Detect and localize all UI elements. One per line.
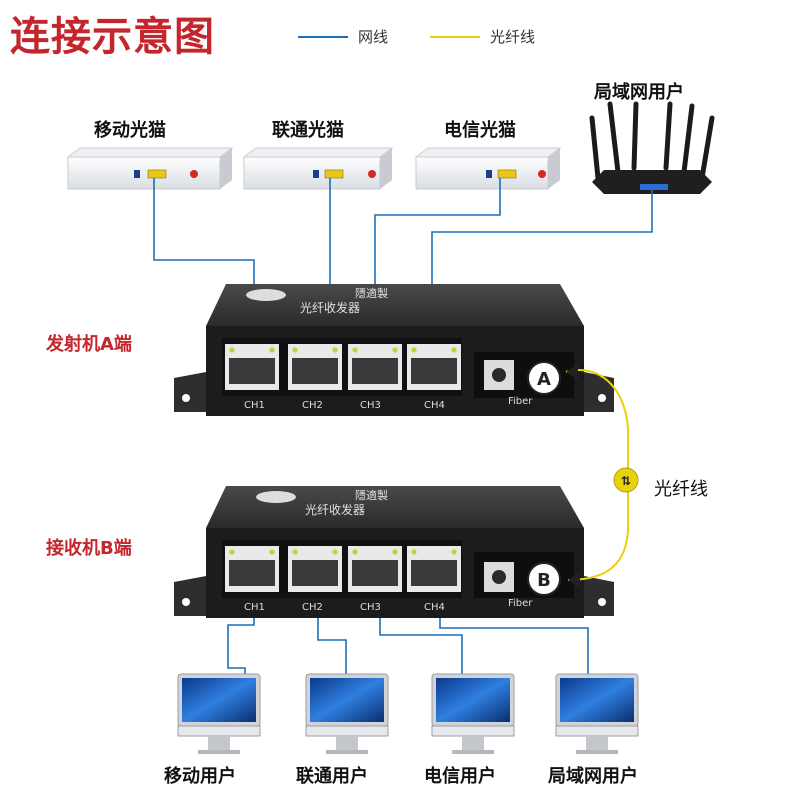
diagram-title: 连接示意图 <box>10 14 215 60</box>
rx-port-ch1: CH1 <box>244 602 265 613</box>
rx-port-ch2: CH2 <box>302 602 323 613</box>
svg-text:隱適製: 隱適製 <box>355 488 388 502</box>
user-label-telecom: 电信用户 <box>424 766 496 787</box>
cable-ch4-user4 <box>439 610 589 680</box>
cable-ch2-user2 <box>317 610 347 680</box>
receiver-ports <box>225 546 514 592</box>
modem-label-telecom: 电信光猫 <box>444 120 516 141</box>
rx-fiber-label: Fiber <box>508 598 533 609</box>
legend-fiber-label: 光纤线 <box>490 28 536 46</box>
svg-text:光纤收发器: 光纤收发器 <box>300 300 360 315</box>
end-a-badge <box>527 361 561 395</box>
fiber-cable-label: 光纤线 <box>654 479 708 500</box>
legend-fiber-line <box>430 36 480 38</box>
transmitter-ports <box>225 344 514 390</box>
computer-unicom-user <box>305 673 389 754</box>
fiber-cable: ⇅ <box>565 364 639 588</box>
cable-ch3-user3 <box>379 610 463 680</box>
svg-text:光纤收发器: 光纤收发器 <box>305 502 365 517</box>
legend-network-label: 网线 <box>358 28 389 46</box>
tx-port-ch1: CH1 <box>244 400 265 411</box>
computer-lan-user <box>555 673 639 754</box>
end-b-badge <box>527 562 561 596</box>
rx-port-ch3: CH3 <box>360 602 381 613</box>
end-b-text: B <box>537 570 551 591</box>
tx-port-ch2: CH2 <box>302 400 323 411</box>
modem-telecom <box>414 147 562 190</box>
end-a-text: A <box>537 369 551 390</box>
computer-telecom-user <box>431 673 515 754</box>
tx-port-ch4: CH4 <box>424 400 445 411</box>
cable-telecom-ch3 <box>374 178 501 350</box>
user-label-unicom: 联通用户 <box>296 766 368 787</box>
svg-text:隱適製: 隱適製 <box>355 286 388 300</box>
legend-network-line <box>298 36 348 38</box>
tx-fiber-label: Fiber <box>508 396 533 407</box>
router-label: 局域网用户 <box>594 82 684 103</box>
modem-label-mobile: 移动光猫 <box>94 120 166 141</box>
computer-mobile-user <box>177 673 261 754</box>
transmitter-label: 发射机A端 <box>46 334 132 355</box>
receiver-label: 接收机B端 <box>46 538 132 559</box>
fiber-arrows-icon: ⇅ <box>621 474 631 488</box>
user-label-lan: 局域网用户 <box>548 766 638 787</box>
modem-label-unicom: 联通光猫 <box>272 120 344 141</box>
tx-port-ch3: CH3 <box>360 400 381 411</box>
user-label-mobile: 移动用户 <box>164 766 236 787</box>
rx-port-ch4: CH4 <box>424 602 445 613</box>
router <box>589 101 715 194</box>
modem-mobile <box>66 147 234 190</box>
modem-unicom <box>242 147 394 190</box>
cable-ch1-user1 <box>227 610 255 680</box>
